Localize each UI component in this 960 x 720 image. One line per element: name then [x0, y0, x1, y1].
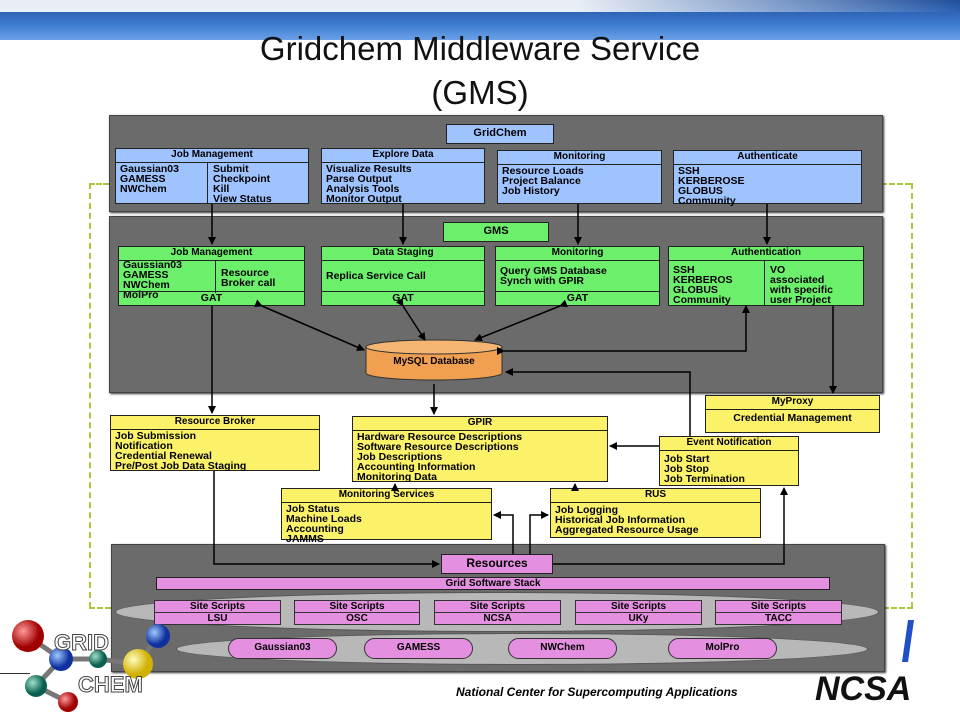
app-molpro: MolPro: [668, 638, 777, 659]
grid-software-stack-bar: Grid Software Stack: [156, 577, 830, 590]
database-label: MySQL Database: [393, 356, 475, 367]
gridchem-monitoring-box: Monitoring Resource Loads Project Balanc…: [497, 150, 662, 204]
gpir-box: GPIR Hardware Resource Descriptions Soft…: [352, 416, 608, 482]
logo-grid-text: GRID: [54, 630, 109, 655]
box-right-text: Resource Broker call: [221, 267, 276, 289]
box-left-text: SSH KERBEROS GLOBUS Community: [673, 264, 733, 306]
gat-bar: GAT: [322, 291, 484, 305]
ncsa-logo-text: NCSA: [815, 670, 911, 707]
ncsa-logo: NCSA: [805, 612, 945, 708]
monitoring-services-box: Monitoring Services Job Status Machine L…: [281, 488, 492, 544]
app-gaussian03: Gaussian03: [228, 638, 337, 659]
divider: [215, 260, 216, 293]
app-gamess: GAMESS: [364, 638, 473, 659]
gms-job-management-box: Job Management Gaussian03 GAMESS NWChem …: [118, 246, 305, 306]
site-scripts-label: Site Scripts: [295, 601, 419, 613]
dashed-frame-right: [911, 183, 913, 608]
site-scripts-label: Site Scripts: [155, 601, 280, 613]
box-header: Explore Data: [322, 149, 484, 163]
box-left-text: Gaussian03 GAMESS NWChem: [120, 163, 179, 195]
dashed-frame-left: [89, 183, 91, 608]
gridchem-logo: GRID CHEM: [12, 620, 170, 712]
box-body-text: Replica Service Call: [326, 270, 426, 282]
box-body-text: Job Start Job Stop Job Termination: [664, 453, 745, 485]
box-left-text: Gaussian03 GAMESS NWChem MolPro: [123, 259, 182, 301]
app-nwchem: NWChem: [508, 638, 617, 659]
box-body-text: Credential Management: [706, 409, 879, 424]
box-header: Job Management: [116, 149, 308, 163]
box-header: Event Notification: [660, 437, 798, 451]
data-staging-box: Data Staging Replica Service Call GAT: [321, 246, 485, 306]
site-scripts-label: Site Scripts: [435, 601, 560, 613]
box-body-text: SSH KERBEROSE GLOBUS Community: [678, 165, 745, 207]
box-header: Authenticate: [674, 151, 861, 165]
authenticate-box: Authenticate SSH KERBEROSE GLOBUS Commun…: [673, 150, 862, 207]
site-scripts-label: Site Scripts: [576, 601, 701, 613]
box-body-text: Resource Loads Project Balance Job Histo…: [502, 165, 584, 197]
page-subtitle: (GMS): [431, 74, 529, 111]
footer-text: National Center for Supercomputing Appli…: [456, 685, 738, 699]
site-name: NCSA: [483, 613, 512, 624]
box-right-text: Submit Checkpoint Kill View Status: [213, 163, 272, 205]
divider: [207, 162, 208, 203]
site-scripts-ncsa: Site Scripts NCSA: [434, 600, 561, 625]
box-body-text: Job Submission Notification Credential R…: [115, 430, 247, 472]
event-notification-box: Event Notification Job Start Job Stop Jo…: [659, 436, 799, 486]
box-header: RUS: [551, 489, 760, 503]
box-header: Monitoring Services: [282, 489, 491, 503]
page-title: Gridchem Middleware Service: [259, 30, 701, 67]
site-name: TACC: [764, 613, 793, 624]
footer-line: [0, 673, 30, 674]
logo-chem-text: CHEM: [78, 672, 143, 697]
gridchem-label: GridChem: [446, 124, 554, 144]
mysql-database-cylinder: [365, 339, 503, 381]
gat-bar: GAT: [119, 291, 304, 305]
gms-monitoring-box: Monitoring Query GMS Database Synch with…: [495, 246, 660, 306]
gridchem-job-management-box: Job Management Gaussian03 GAMESS NWChem …: [115, 148, 309, 204]
site-name: OSC: [346, 613, 368, 624]
site-name: LSU: [207, 613, 228, 624]
box-header: Job Management: [119, 247, 304, 261]
divider: [764, 260, 765, 305]
resource-broker-box: Resource Broker Job Submission Notificat…: [110, 415, 320, 471]
authentication-box: Authentication SSH KERBEROS GLOBUS Commu…: [668, 246, 864, 306]
header-highlight: [0, 0, 960, 12]
box-header: Resource Broker: [111, 416, 319, 430]
box-header: Monitoring: [498, 151, 661, 165]
box-body-text: Visualize Results Parse Output Analysis …: [326, 163, 412, 205]
site-scripts-label: Site Scripts: [716, 601, 841, 613]
dashed-frame-top-right: [881, 183, 911, 185]
site-scripts-tacc: Site Scripts TACC: [715, 600, 842, 625]
explore-data-box: Explore Data Visualize Results Parse Out…: [321, 148, 485, 204]
dashed-frame-bottom-right: [883, 607, 913, 609]
box-header: Authentication: [669, 247, 863, 261]
site-name: UKy: [628, 613, 649, 624]
resources-label: Resources: [441, 554, 553, 574]
box-header: GPIR: [353, 417, 607, 431]
gat-bar: GAT: [496, 291, 659, 305]
dashed-frame-bottom-left: [89, 607, 111, 609]
site-scripts-osc: Site Scripts OSC: [294, 600, 420, 625]
gms-label: GMS: [443, 222, 549, 242]
box-body-text: Job Logging Historical Job Information A…: [555, 504, 699, 536]
rus-box: RUS Job Logging Historical Job Informati…: [550, 488, 761, 538]
box-header: MyProxy: [771, 396, 814, 407]
box-header: Monitoring: [496, 247, 659, 261]
box-body-text: Job Status Machine Loads Accounting JAMM…: [286, 503, 362, 545]
box-header: Data Staging: [322, 247, 484, 261]
box-body-text: Hardware Resource Descriptions Software …: [357, 431, 523, 483]
box-body-text: Query GMS Database Synch with GPIR: [500, 265, 607, 287]
myproxy-box: MyProxy Credential Management: [705, 395, 880, 433]
site-scripts-uky: Site Scripts UKy: [575, 600, 702, 625]
dashed-frame-top-left: [89, 183, 109, 185]
site-scripts-lsu: Site Scripts LSU: [154, 600, 281, 625]
box-right-text: VO associated with specific user Project: [770, 264, 834, 306]
